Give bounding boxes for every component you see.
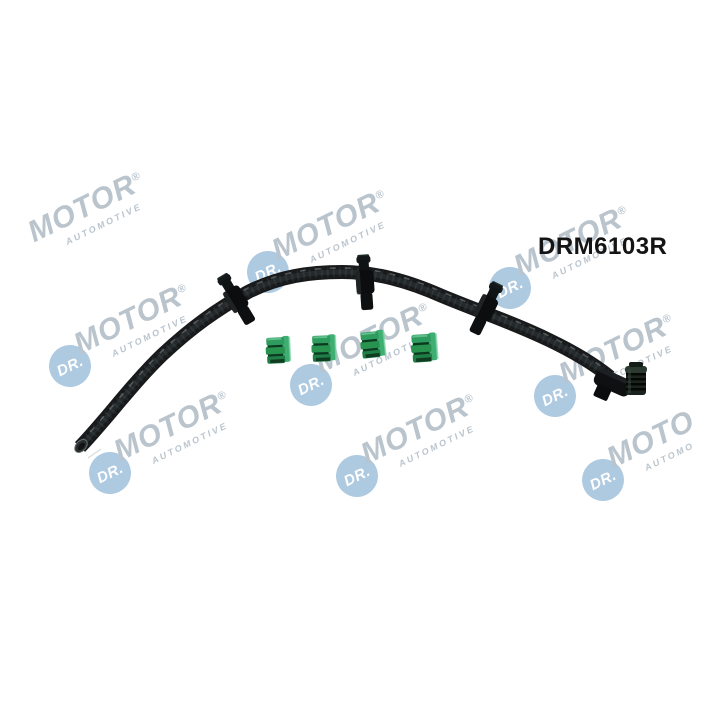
end-connector [593, 367, 634, 401]
retaining-clip-2 [311, 334, 337, 362]
hose-open-end [74, 439, 88, 453]
quick-connect-port [625, 362, 647, 395]
retaining-clip-4 [410, 332, 439, 363]
hose-tip-reflection [87, 448, 102, 459]
part-number-label: DRM6103R [538, 233, 668, 260]
mounting-clamp-2 [354, 253, 376, 311]
retaining-clip-3 [359, 329, 387, 359]
retaining-clip-1 [265, 335, 292, 364]
hose-sheen [78, 269, 612, 449]
mounting-clamp-1 [214, 270, 259, 328]
fuel-hose [74, 264, 615, 459]
